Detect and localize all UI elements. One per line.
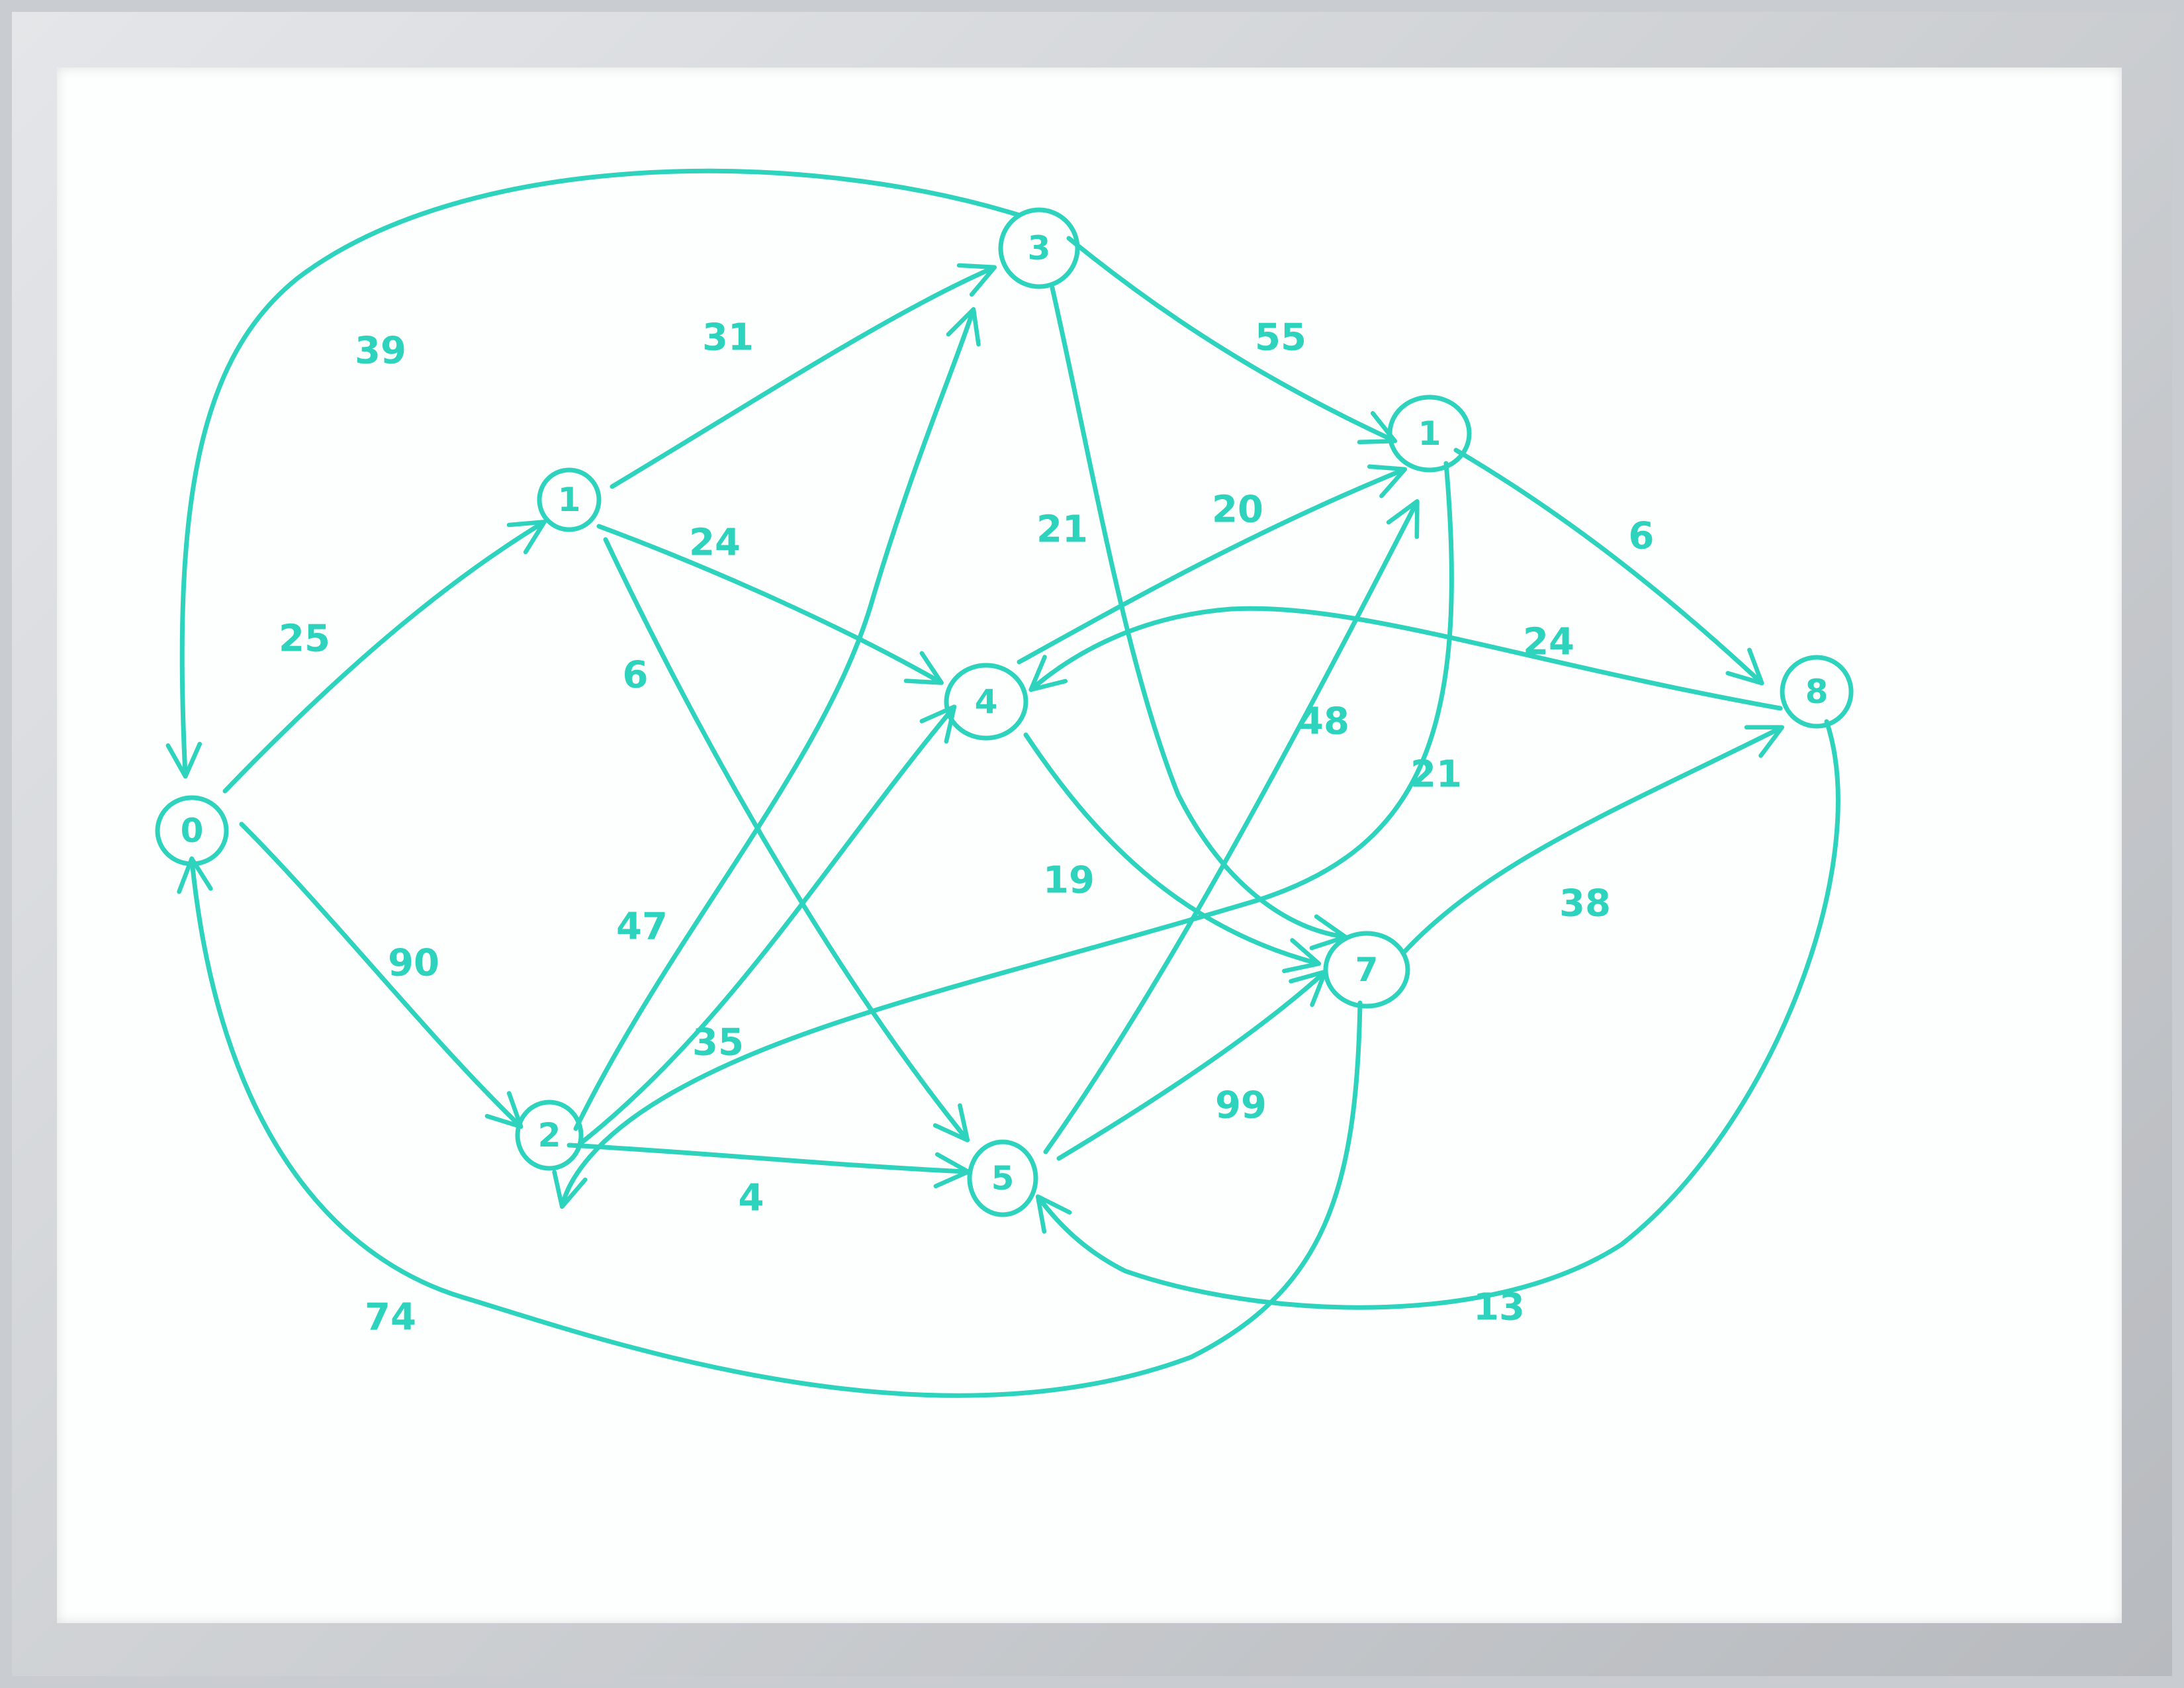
- edge-8-4: [1028, 606, 1783, 711]
- node-3-circle: [998, 207, 1080, 289]
- weight-0-2: 90: [388, 942, 439, 985]
- node-1-label: 1: [558, 481, 581, 519]
- node-1: 1: [537, 467, 602, 532]
- weight-3-0: 39: [355, 330, 406, 373]
- edge-6-8: [1453, 447, 1764, 686]
- weight-8-4: 24: [1523, 621, 1574, 664]
- weight-1-3: 31: [702, 316, 754, 359]
- node-2-circle: [515, 1100, 584, 1171]
- weight-1-4: 24: [689, 522, 741, 565]
- node-5: 5: [967, 1139, 1038, 1217]
- weight-2-5: 4: [739, 1177, 764, 1220]
- edge-2-4: [580, 704, 957, 1145]
- weight-2-3: 47: [616, 906, 668, 949]
- edge-0-1: [222, 520, 547, 794]
- edge-3-0: [165, 168, 1022, 779]
- weight-0-1: 25: [279, 618, 330, 661]
- node-4-label: 4: [975, 682, 998, 721]
- node-3: 3: [998, 207, 1080, 289]
- edge-2-5: [567, 1143, 971, 1189]
- node-8-label: 8: [1805, 673, 1829, 711]
- weight-5-7: 99: [1215, 1084, 1267, 1127]
- edge-1-3: [610, 263, 997, 489]
- node-6: 1: [1387, 395, 1472, 473]
- node-5-circle: [967, 1139, 1038, 1217]
- nodes: 0 1 2 3 4 5 1: [155, 207, 1854, 1217]
- edge-5-7: [1056, 969, 1328, 1161]
- edge-6-2: [552, 461, 1454, 1209]
- node-4: 4: [944, 663, 1028, 741]
- node-8-circle: [1780, 655, 1854, 729]
- edge-2-3: [573, 306, 981, 1131]
- edge-5-6: [1043, 499, 1420, 1154]
- node-4-circle: [944, 663, 1028, 741]
- edge-0-2: [239, 821, 523, 1129]
- edge-1-4: [596, 524, 944, 685]
- weight-7-0: 74: [365, 1296, 416, 1339]
- weight-4-7: 19: [1043, 859, 1095, 902]
- edge-3-7: [1050, 285, 1348, 951]
- edge-1-5: [603, 537, 970, 1143]
- edge-8-5: [1035, 719, 1841, 1310]
- edge-4-7: [1023, 732, 1322, 974]
- node-7: 7: [1323, 931, 1410, 1009]
- edge-weights: 39 31 55 25 24 6 21 20 6 24 48 21 19 90 …: [279, 316, 1654, 1339]
- weight-2-4: 35: [692, 1021, 744, 1064]
- weight-3-7: 21: [1036, 508, 1088, 551]
- node-0-label: 0: [181, 812, 204, 850]
- node-7-label: 7: [1355, 951, 1379, 989]
- node-6-circle: [1387, 395, 1472, 473]
- weight-6-2: 21: [1410, 753, 1462, 796]
- weight-1-5: 6: [623, 654, 649, 697]
- edge-7-0: [177, 856, 1363, 1398]
- weight-3-6: 55: [1255, 316, 1306, 359]
- node-0: 0: [155, 795, 229, 867]
- edge-3-6: [1066, 236, 1398, 445]
- weight-4-6: 20: [1212, 489, 1263, 532]
- node-0-circle: [155, 795, 229, 867]
- node-6-label: 1: [1418, 414, 1441, 453]
- edge-7-8: [1400, 725, 1784, 956]
- node-2: 2: [515, 1100, 584, 1171]
- node-7-circle: [1323, 931, 1410, 1009]
- weight-8-5: 13: [1473, 1286, 1525, 1329]
- node-1-circle: [537, 467, 602, 532]
- weight-7-8: 38: [1559, 882, 1611, 925]
- whiteboard-surface: [57, 68, 2122, 1623]
- node-8: 8: [1780, 655, 1854, 729]
- node-5-label: 5: [991, 1159, 1015, 1197]
- edges: [165, 168, 1841, 1398]
- node-3-label: 3: [1028, 229, 1051, 267]
- node-2-label: 2: [538, 1116, 561, 1154]
- edge-4-6: [1017, 464, 1408, 665]
- weight-6-8: 6: [1629, 515, 1655, 558]
- weight-5-6: 48: [1298, 700, 1349, 743]
